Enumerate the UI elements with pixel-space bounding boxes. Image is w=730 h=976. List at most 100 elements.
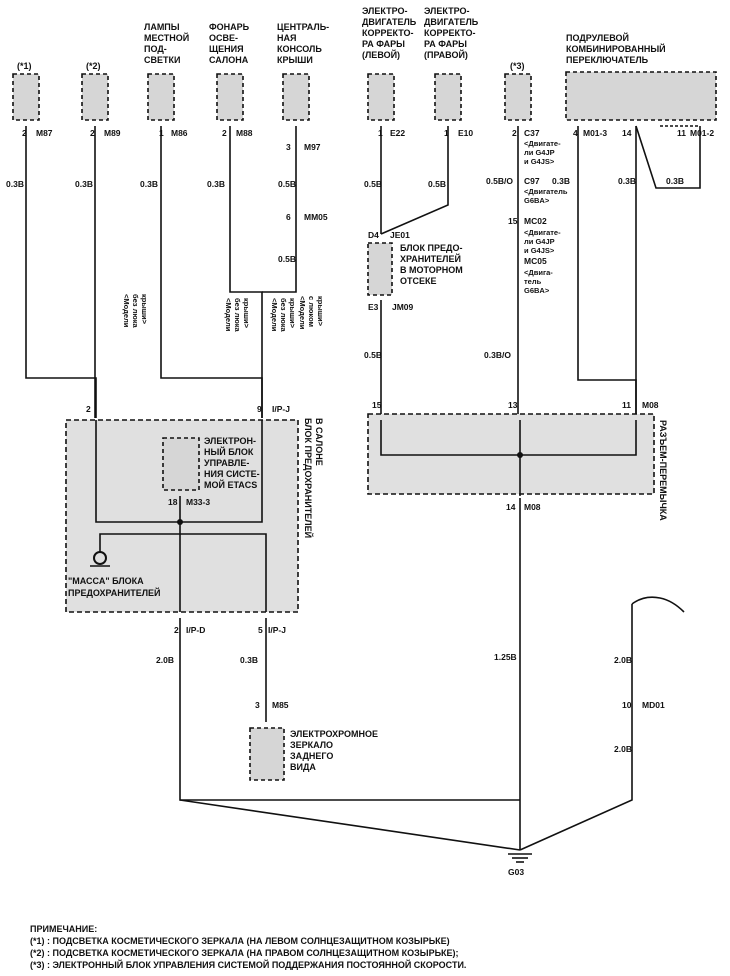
c5-conn1: M97 [304,142,321,152]
c6-line-5: (ЛЕВОЙ) [362,49,400,60]
c5-wire1: 0.5B [278,179,296,189]
c5-line-2: НАЯ [277,33,296,43]
c7-line-2: ДВИГАТЕЛЬ [424,17,479,27]
c5-variant2-2: без люка [279,298,288,333]
etacs-line-4: НИЯ СИСТЕ- [204,469,260,479]
etacs-line-2: НЫЙ БЛОК [204,446,254,457]
c9-wire: 0.3B [618,176,636,186]
c4-variant-2: без люка [233,298,242,333]
fuse-engine-line-1: БЛОК ПРЕДО- [400,243,462,253]
c5-variant2-1: <Модели [270,298,279,332]
etacs-line-3: УПРАВЛЕ- [204,458,249,468]
etacs-line-5: МОЙ ETACS [204,479,257,490]
c4-line-1: ФОНАРЬ [209,22,250,32]
c5-wire2: 0.5B [278,254,296,264]
jumper-box [367,413,655,495]
c1-wire: 0.3B [6,179,24,189]
c9-wire2: 0.3B [666,176,684,186]
c2-tag: (*2) [86,61,101,71]
fuse-engine: D4 JE01 БЛОК ПРЕДО- ХРАНИТЕЛЕЙ В МОТОРНО… [364,230,463,360]
component-c6: ЭЛЕКТРО- ДВИГАТЕЛЬ КОРРЕКТО- РА ФАРЫ (ЛЕ… [362,6,417,189]
c5-line-1: ЦЕНТРАЛЬ- [277,22,329,32]
jumper-title-rot: РАЗЪЕМ-ПЕРЕМЫЧКА [658,420,668,521]
mirror-line-4: ВИДА [290,762,316,772]
mc-eng2-1: <Двига- [524,268,553,277]
c5-pin2: 6 [286,212,291,222]
mc-pin: 15 [508,216,518,226]
c8-box [504,73,532,121]
c6-box [367,73,395,121]
c9-box [565,71,717,121]
md-pin: 10 [622,700,632,710]
mc-eng2-3: G6BA> [524,286,550,295]
c4-variant-1: <Модели [224,298,233,332]
fuse-cabin-title-2: В САЛОНЕ [314,418,324,466]
c7-line-3: КОРРЕКТО- [424,28,476,38]
component-c4: ФОНАРЬ ОСВЕ- ЩЕНИЯ САЛОНА 2 M88 0.3B <Мо… [207,22,253,333]
c7-conn: E10 [458,128,473,138]
c1-tag: (*1) [17,61,32,71]
c1-pin: 2 [22,128,27,138]
c4-line-3: ЩЕНИЯ [209,44,244,54]
c8-conn2: C97 [524,176,540,186]
c3-line-1: ЛАМПЫ [144,22,180,32]
c4-line-2: ОСВЕ- [209,33,238,43]
c5-variant2: <Модели без люка крыши> [270,298,297,333]
c3-conn: M86 [171,128,188,138]
c5-variant-2: с люком [307,296,316,328]
component-c7: ЭЛЕКТРО- ДВИГАТЕЛЬ КОРРЕКТО- РА ФАРЫ (ПР… [424,6,479,189]
c7-wire: 0.5B [428,179,446,189]
c3-line-4: СВЕТКИ [144,55,180,65]
c4-conn: M88 [236,128,253,138]
fuse-engine-bot-pin: E3 [368,302,379,312]
c8-engine2-2: G6BA> [524,196,550,205]
c9-conn: M01-3 [583,128,607,138]
mc-eng2-2: тель [524,277,542,286]
jumper-p11: 11 [622,400,631,410]
c6-line-1: ЭЛЕКТРО- [362,6,407,16]
fuse-engine-top-pin: D4 [368,230,379,240]
fuse-engine-wire: 0.5B [364,350,382,360]
fuse-cabin-box [65,419,299,613]
ground-line-1: "МАССА" БЛОКА [68,576,144,586]
mirror-box [249,727,285,781]
fuse-cabin-out-pin2: 5 [258,625,263,635]
c8-pin: 2 [512,128,517,138]
c5-variant-3: крыши> [316,296,325,327]
mc-eng1-3: и G4JS> [524,246,555,255]
c8-conn: C37 [524,128,540,138]
c4-variant: <Модели без люка крыши> [224,298,251,333]
c5-variant-1: <Модели [298,296,307,330]
c5-pin1: 3 [286,142,291,152]
c5-variant2-3: крыши> [288,298,297,329]
c7-line-4: РА ФАРЫ [424,39,467,49]
fuse-cabin-title: БЛОК ПРЕДОХРАНИТЕЛЕЙ В САЛОНЕ [303,418,324,538]
c6-wire: 0.5B [364,179,382,189]
c9-line-2: КОМБИНИРОВАННЫЙ [566,43,666,54]
mc-connector: 15 MC02 <Двигате- ли G4JP и G4JS> MC05 <… [484,216,561,360]
c4-wire: 0.3B [207,179,225,189]
c5-variant: <Модели с люком крыши> [298,296,325,330]
c4-box [216,73,244,121]
c3-variant-1: <Модели [122,294,131,328]
jumper-p13: 13 [508,400,518,410]
fuse-engine-top-conn: JE01 [390,230,410,240]
component-c9: ПОДРУЛЕВОЙ КОМБИНИРОВАННЫЙ ПЕРЕКЛЮЧАТЕЛЬ… [565,32,717,186]
etacs-conn: M33-3 [186,497,210,507]
c6-line-4: РА ФАРЫ [362,39,405,49]
c9-conn3: M01-2 [690,128,714,138]
c8-wire2: 0.3B [552,176,570,186]
fuse-cabin-out-conn2: I/P-J [268,625,286,635]
fuse-cabin-out-conn1: I/P-D [186,625,205,635]
component-c2: (*2) 2 M89 0.3B [75,61,121,189]
c4-variant-3: крыши> [242,298,251,329]
fuse-engine-line-3: В МОТОРНОМ [400,265,463,275]
c2-box [81,73,109,121]
mc-wire: 0.3B/O [484,350,511,360]
c7-line-1: ЭЛЕКТРО- [424,6,469,16]
md-wire2: 2.0B [614,744,632,754]
c3-variant: <Модели без люка крыши> [122,294,149,329]
fuse-cabin-out-pin1: 2 [174,625,179,635]
c4-line-4: САЛОНА [209,55,249,65]
